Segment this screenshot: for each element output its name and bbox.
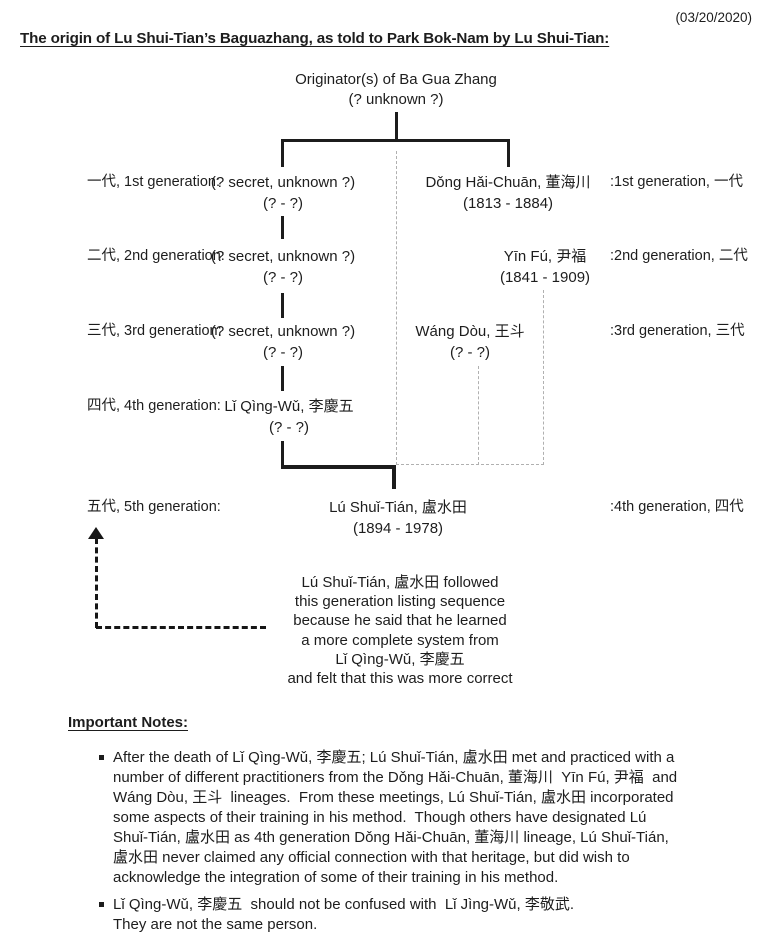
connector-right-drop (507, 139, 510, 167)
node-dates: (1813 - 1884) (462, 195, 554, 212)
node-name: (? secret, unknown ?) (210, 174, 356, 191)
note-bullet-1: After the death of Lǐ Qìng-Wǔ, 李慶五; Lú S… (113, 749, 678, 886)
node-li-qing-wu: Lǐ Qìng-Wǔ, 李慶五 (? - ?) (169, 396, 409, 438)
generation-label-right-3: :3rd generation, 三代 (610, 323, 745, 339)
node-secret-gen2: (? secret, unknown ?) (? - ?) (173, 246, 393, 288)
connector-root-vertical (395, 112, 398, 140)
connector-gen1-gen2 (281, 216, 284, 239)
connector-gen4-elbow (281, 441, 284, 468)
arrow-dashed-vertical (95, 538, 98, 628)
bullet-square-icon (99, 902, 104, 907)
bullet-square-icon (99, 755, 104, 760)
node-dates: (1841 - 1909) (499, 269, 591, 286)
annotation-note: Lú Shuǐ-Tián, 盧水田 followed this generati… (287, 574, 513, 688)
node-name: Lǐ Qìng-Wǔ, 李慶五 (224, 398, 354, 415)
node-name: Wáng Dòu, 王斗 (415, 323, 525, 340)
arrow-up-icon (88, 527, 104, 539)
node-wang-dou: Wáng Dòu, 王斗 (? - ?) (370, 321, 570, 363)
generation-label-left-5: 五代, 5th generation: (87, 499, 221, 515)
node-name: Originator(s) of Ba Gua Zhang (295, 71, 497, 88)
generation-label-left-3: 三代, 3rd generation: (87, 323, 222, 339)
arrow-dashed-horizontal (96, 626, 266, 629)
node-name: (? secret, unknown ?) (210, 248, 356, 265)
generation-label-left-1: 一代, 1st generation: (87, 174, 220, 190)
node-dates: (? unknown ?) (348, 91, 444, 108)
connector-branch-bar (281, 139, 510, 142)
node-dong-hai-chuan: Dǒng Hǎi-Chuān, 董海川 (1813 - 1884) (388, 172, 628, 214)
node-dates: (? - ?) (262, 344, 303, 361)
node-name: Lú Shuǐ-Tián, 盧水田 (329, 499, 467, 516)
tree-root-node: Originator(s) of Ba Gua Zhang (? unknown… (246, 70, 546, 110)
note-bullet-2: Lǐ Qìng-Wǔ, 李慶五 should not be confused w… (113, 896, 575, 933)
dashed-line-wangdou (478, 366, 479, 465)
dashed-line-yinfu (543, 290, 544, 465)
connector-elbow-horizontal (281, 465, 395, 469)
node-name: Dǒng Hǎi-Chuān, 董海川 (425, 174, 591, 191)
node-name: (? secret, unknown ?) (210, 323, 356, 340)
node-name: Yīn Fú, 尹福 (503, 248, 587, 265)
date-stamp: (03/20/2020) (675, 10, 752, 25)
connector-elbow-drop (392, 465, 396, 489)
node-dates: (? - ?) (268, 419, 309, 436)
generation-label-right-4: :4th generation, 四代 (610, 499, 744, 515)
connector-left-drop (281, 139, 284, 167)
node-secret-gen3: (? secret, unknown ?) (? - ?) (173, 321, 393, 363)
node-lu-shui-tian: Lú Shuǐ-Tián, 盧水田 (1894 - 1978) (278, 497, 518, 539)
node-dates: (? - ?) (262, 195, 303, 212)
connector-gen3-gen4 (281, 366, 284, 391)
node-dates: (? - ?) (262, 269, 303, 286)
node-dates: (? - ?) (449, 344, 490, 361)
node-dates: (1894 - 1978) (352, 520, 444, 537)
notes-heading: Important Notes: (68, 714, 188, 731)
generation-label-left-4: 四代, 4th generation: (87, 398, 221, 414)
generation-label-right-1: :1st generation, 一代 (610, 174, 743, 190)
connector-gen2-gen3 (281, 293, 284, 318)
generation-label-left-2: 二代, 2nd generation: (87, 248, 225, 264)
node-secret-gen1: (? secret, unknown ?) (? - ?) (173, 172, 393, 214)
dashed-line-center (396, 151, 397, 465)
dashed-line-horizontal (396, 464, 544, 465)
page-title: The origin of Lu Shui-Tian’s Baguazhang,… (20, 30, 610, 47)
node-yin-fu: Yīn Fú, 尹福 (1841 - 1909) (445, 246, 645, 288)
generation-label-right-2: :2nd generation, 二代 (610, 248, 748, 264)
